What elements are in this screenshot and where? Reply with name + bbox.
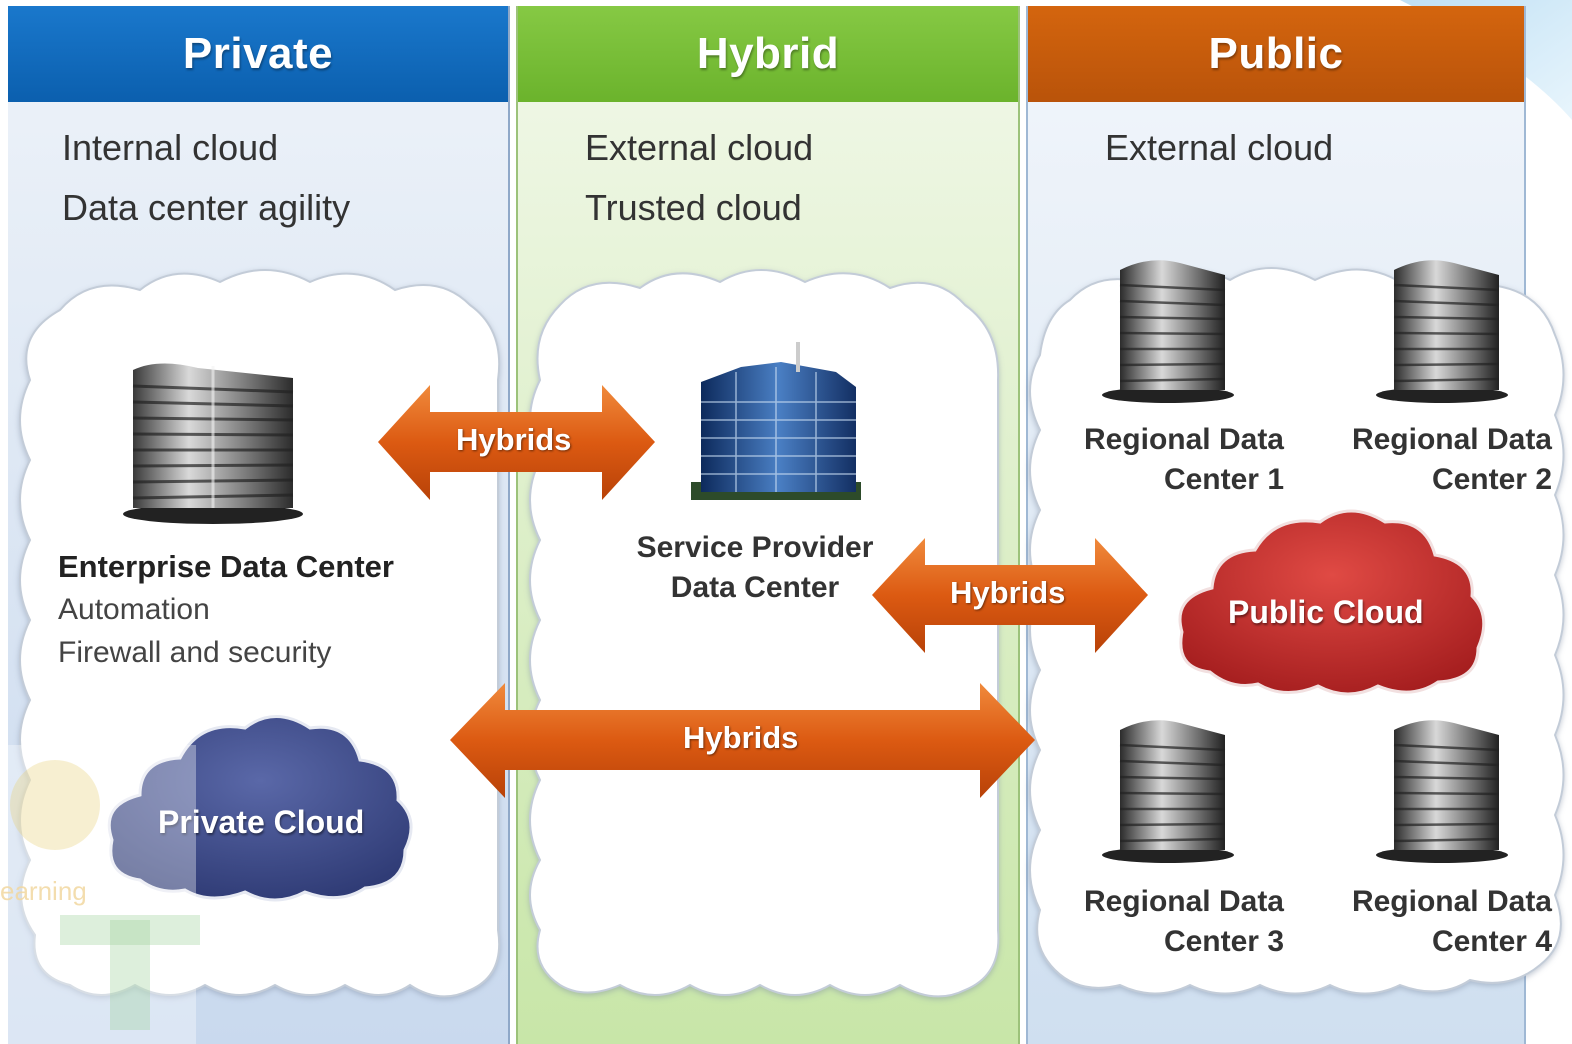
regional-1-line-2: Center 1 (1163, 463, 1284, 496)
regional-label-3: Regional Data Center 3 (1062, 882, 1284, 962)
private-subtitles: Internal cloud Data center agility (62, 118, 350, 238)
public-subtitle-1: External cloud (1105, 127, 1334, 168)
regional-building-2-icon (1376, 260, 1508, 403)
private-cloud-label: Private Cloud (158, 804, 365, 840)
private-subtitle-1: Internal cloud (62, 127, 279, 168)
public-cloud-label: Public Cloud (1228, 594, 1424, 630)
enterprise-feature-1: Automation (58, 593, 210, 626)
regional-3-line-2: Center 3 (1163, 925, 1284, 958)
service-provider-building-icon (691, 342, 861, 500)
regional-4-line-2: Center 4 (1431, 925, 1552, 958)
service-provider-line-2: Data Center (670, 571, 840, 604)
service-provider-label: Service Provider Data Center (624, 528, 886, 608)
regional-building-4-icon (1376, 720, 1508, 863)
public-subtitles: External cloud (1105, 118, 1333, 178)
service-provider-line-1: Service Provider (636, 531, 874, 564)
regional-label-2: Regional Data Center 2 (1330, 420, 1552, 500)
public-header: Public (1028, 6, 1524, 102)
hybrids-arrow-top (378, 385, 655, 500)
enterprise-label-block: Enterprise Data Center Automation Firewa… (58, 545, 394, 674)
watermark-text: earning (0, 876, 87, 906)
hybrid-header: Hybrid (518, 6, 1018, 102)
hybrids-arrow-bottom (450, 683, 1035, 798)
hybrid-subtitle-2: Trusted cloud (585, 187, 802, 228)
hybrid-subtitle-1: External cloud (585, 127, 814, 168)
regional-4-line-1: Regional Data (1351, 885, 1552, 918)
regional-3-line-1: Regional Data (1083, 885, 1284, 918)
private-subtitle-2: Data center agility (62, 187, 351, 228)
regional-2-line-2: Center 2 (1431, 463, 1552, 496)
regional-building-1-icon (1102, 260, 1234, 403)
regional-label-4: Regional Data Center 4 (1330, 882, 1552, 962)
enterprise-title: Enterprise Data Center (58, 549, 394, 584)
enterprise-feature-2: Firewall and security (58, 636, 332, 669)
regional-building-3-icon (1102, 720, 1234, 863)
regional-2-line-1: Regional Data (1351, 423, 1552, 456)
hybrids-label-middle: Hybrids (950, 575, 1066, 610)
watermark-logo-icon (0, 745, 200, 1044)
hybrids-label-bottom: Hybrids (683, 720, 799, 755)
hybrids-arrow-middle (872, 538, 1148, 653)
hybrids-label-top: Hybrids (456, 422, 572, 457)
private-header: Private (8, 6, 508, 102)
enterprise-building-icon (123, 363, 303, 524)
regional-1-line-1: Regional Data (1083, 423, 1284, 456)
regional-label-1: Regional Data Center 1 (1062, 420, 1284, 500)
hybrid-subtitles: External cloud Trusted cloud (585, 118, 813, 238)
